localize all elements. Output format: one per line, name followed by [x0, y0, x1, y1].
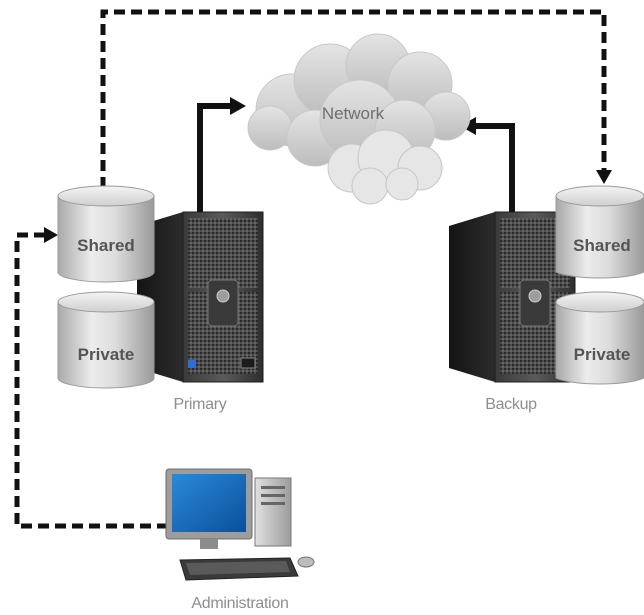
backup-shared-label: Shared	[573, 236, 631, 255]
network-label: Network	[322, 104, 385, 123]
backup-label: Backup	[485, 396, 537, 413]
primary-network-link	[197, 103, 232, 214]
network-cloud-icon	[247, 33, 471, 205]
primary-private-disk-icon	[57, 291, 155, 389]
primary-label: Primary	[173, 396, 226, 413]
primary-shared-label: Shared	[77, 236, 135, 255]
admin-arrowhead	[44, 227, 58, 243]
backup-private-label: Private	[574, 345, 631, 364]
admin-link	[14, 232, 168, 529]
primary-network-arrowhead	[230, 97, 246, 115]
backup-shared-disk-icon	[555, 185, 644, 279]
backup-private-disk-icon	[555, 291, 644, 385]
administration-label: Administration	[191, 595, 288, 612]
backup-network-link	[474, 123, 515, 214]
primary-shared-disk-icon	[57, 185, 155, 283]
primary-private-label: Private	[78, 345, 135, 364]
replication-link	[100, 9, 607, 188]
replication-arrowhead	[596, 170, 612, 184]
primary-server-icon	[137, 211, 264, 383]
workstation-icon	[165, 468, 315, 581]
